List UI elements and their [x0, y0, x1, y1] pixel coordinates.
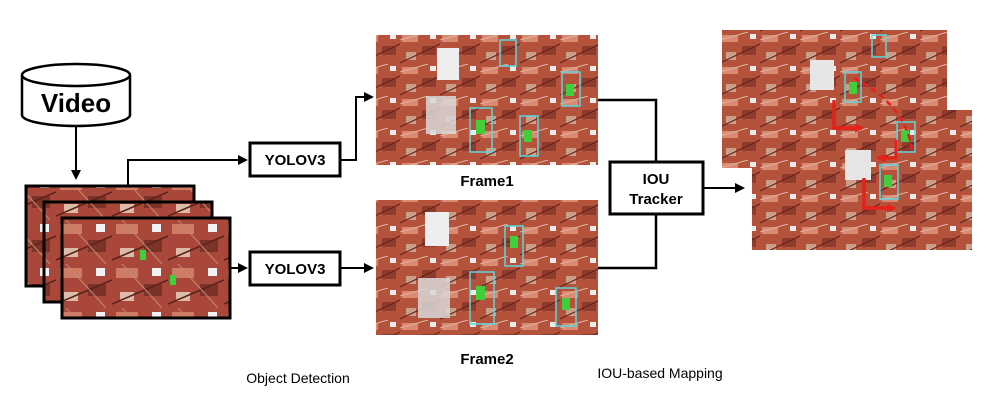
video-label: Video: [41, 88, 111, 118]
track-motion-arrow: [876, 140, 898, 163]
iou-tracker-box: IOU Tracker: [608, 160, 705, 216]
detection-box: [469, 107, 493, 153]
detector-bottom-box: YOLOV3: [248, 250, 342, 287]
frame1-image: [376, 35, 598, 165]
track-motion-arrow: [832, 100, 864, 133]
tracker-label-line2: Tracker: [629, 191, 683, 208]
caption-iou-mapping: IOU-based Mapping: [597, 365, 722, 381]
video-frame-stack: [24, 184, 232, 320]
frame1-to-tracker-line: [598, 98, 658, 162]
detection-box: [469, 271, 495, 325]
detection-box: [499, 39, 517, 67]
video-frame-front: [60, 216, 232, 320]
detection-box: [555, 287, 577, 327]
tracker-label-line1: IOU: [643, 171, 670, 188]
track-link-dashed: [853, 76, 914, 151]
tracked-output-frames: [722, 30, 972, 250]
frame2-to-tracker-line: [598, 214, 658, 270]
detector-to-frame1-arrow: [340, 92, 374, 161]
detector-top-box: YOLOV3: [248, 141, 342, 178]
detection-box: [561, 71, 581, 107]
frames-to-detector-top-arrow: [127, 155, 248, 186]
track-motion-arrow: [862, 178, 896, 213]
video-source-cylinder: Video: [20, 62, 132, 128]
frame2-label: Frame2: [460, 351, 513, 368]
detection-box: [504, 225, 524, 267]
caption-object-detection: Object Detection: [246, 370, 350, 386]
detection-box: [519, 115, 539, 157]
detector-bottom-label: YOLOV3: [265, 261, 326, 278]
frame1-label: Frame1: [460, 173, 513, 190]
detector-top-label: YOLOV3: [265, 152, 326, 169]
frame2-image: [376, 200, 598, 335]
